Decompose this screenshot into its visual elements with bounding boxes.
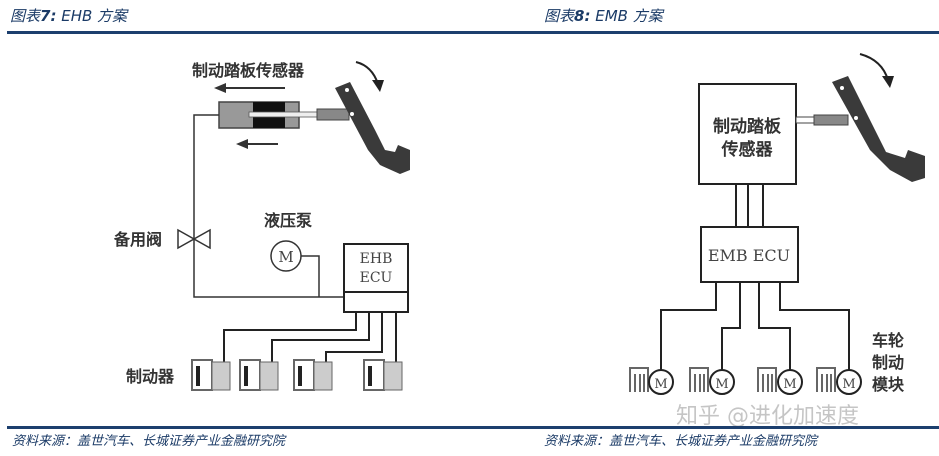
emb-pedal-sensor-box: 制动踏板 传感器 — [698, 83, 797, 185]
svg-text:M: M — [278, 248, 293, 266]
wheel-brake-module-icon: M — [689, 367, 735, 395]
svg-text:EHB: EHB — [360, 251, 393, 267]
hydraulic-line — [193, 114, 344, 298]
brakes-label: 制动器 — [126, 367, 175, 386]
figure-8-bottom-rule — [470, 426, 939, 429]
pump-line — [301, 255, 320, 297]
figure-7-title-text: EHB 方案 — [61, 7, 128, 25]
svg-text:传感器: 传感器 — [721, 139, 774, 160]
sensor-to-ecu-wires — [735, 184, 764, 227]
figure-8-number: 8: — [574, 7, 591, 25]
pedal-press-arrow-icon — [355, 61, 384, 92]
pedal-press-arrow-icon — [859, 53, 894, 88]
brake-caliper-icon — [191, 359, 231, 391]
figure-7-bottom-rule — [7, 426, 470, 429]
brake-caliper-icon — [363, 359, 403, 391]
hydraulic-pump-label: 液压泵 — [264, 211, 312, 230]
figure-8-top-rule — [470, 31, 939, 34]
figure-7-number: 7: — [40, 7, 57, 25]
svg-text:模块: 模块 — [872, 375, 905, 394]
wheel-brake-module-icon: M — [629, 367, 674, 395]
svg-text:制动踏板传感器: 制动踏板传感器 — [192, 61, 305, 80]
brake-pedal-icon — [335, 82, 410, 174]
svg-text:M: M — [715, 377, 728, 392]
figure-7-source: 资料来源：盖世汽车、长城证券产业金融研究院 — [12, 434, 286, 449]
ehb-ecu-box: EHB ECU — [343, 243, 409, 313]
brake-caliper-icon — [239, 359, 279, 391]
ehb-pedal-sensor-label: 制动踏板传感器 — [192, 61, 305, 80]
emb-diagram: 制动踏板 传感器 EMB ECU M M M — [629, 53, 925, 395]
figure-8-title: 图表8: EMB 方案 — [544, 5, 663, 26]
svg-text:M: M — [842, 377, 855, 392]
svg-text:制动踏板: 制动踏板 — [713, 116, 782, 137]
figure-8-title-text: EMB 方案 — [595, 7, 663, 25]
left-arrow-icon — [214, 83, 285, 93]
pedal-rod — [795, 114, 849, 126]
svg-text:M: M — [654, 377, 667, 392]
svg-text:M: M — [783, 377, 796, 392]
svg-text:制动: 制动 — [872, 353, 904, 372]
brake-caliper-icon — [293, 359, 333, 391]
wheel-module-label: 车轮 制动 模块 — [872, 331, 905, 394]
figure-8-source: 资料来源：盖世汽车、长城证券产业金融研究院 — [544, 434, 818, 449]
brake-pedal-icon — [832, 76, 925, 182]
ecu-to-module-wires — [660, 282, 850, 372]
figure-8-title-prefix: 图表 — [544, 7, 575, 25]
svg-text:车轮: 车轮 — [872, 331, 904, 350]
figure-7-title-prefix: 图表 — [10, 7, 41, 25]
svg-text:ECU: ECU — [360, 270, 393, 286]
figure-7-title: 图表7: EHB 方案 — [10, 5, 127, 26]
watermark: 知乎 @进化加速度 — [676, 404, 859, 429]
master-cylinder — [218, 101, 350, 129]
backup-valve-icon — [177, 228, 211, 250]
wheel-brake-module-icon: M — [816, 367, 862, 395]
svg-text:EMB ECU: EMB ECU — [708, 246, 790, 265]
motor-icon: M — [270, 240, 302, 272]
ecu-to-brake-wires — [223, 312, 397, 364]
left-arrow-icon — [236, 139, 278, 149]
ehb-diagram: 制动踏板传感器 备用阀 液压泵 M — [113, 61, 410, 391]
emb-ecu-box: EMB ECU — [700, 226, 799, 283]
backup-valve-label: 备用阀 — [113, 230, 162, 249]
figure-7-top-rule — [7, 31, 470, 34]
wheel-brake-module-icon: M — [757, 367, 803, 395]
